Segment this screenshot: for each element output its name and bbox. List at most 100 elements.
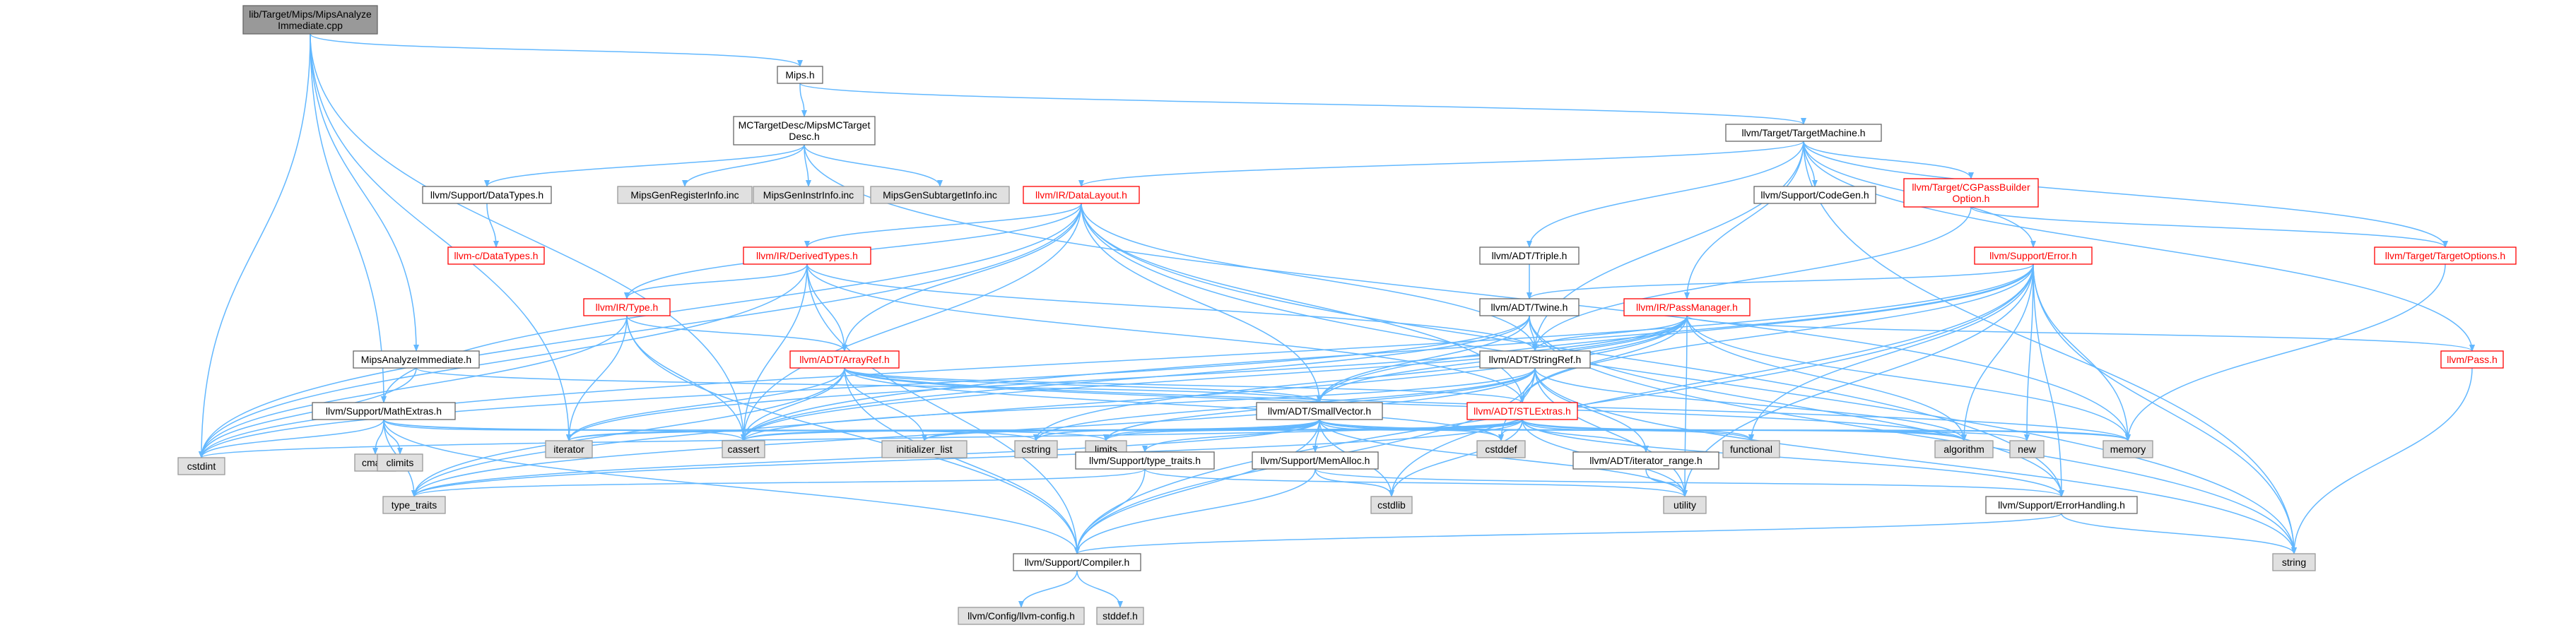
node-utility-box bbox=[1663, 496, 1707, 514]
edge-arrayref-to-initlist bbox=[844, 367, 927, 441]
edge-twine-to-cstdint bbox=[199, 315, 1530, 458]
node-utility-label-0: utility bbox=[1674, 499, 1696, 511]
node-derivedtypes-box bbox=[743, 246, 871, 265]
node-cstring-box bbox=[1014, 440, 1058, 458]
node-datatypes-box bbox=[422, 186, 552, 204]
edge-targetmachine-to-datalayout bbox=[1078, 141, 1804, 187]
edge-passmanager-to-type_traits bbox=[411, 315, 1688, 497]
node-twine[interactable]: llvm/ADT/Twine.h bbox=[1479, 298, 1580, 316]
edge-derivedtypes-to-cassert bbox=[741, 263, 808, 441]
node-root[interactable]: lib/Target/Mips/MipsAnalyzeImmediate.cpp bbox=[242, 5, 378, 35]
node-regsinfo: MipsGenRegisterInfo.inc bbox=[617, 186, 753, 204]
node-instrinfo-label-0: MipsGenInstrInfo.inc bbox=[763, 189, 854, 201]
edge-stlextras-to-type_traits bbox=[411, 419, 1523, 497]
edge-cgpass-to-targetoptions bbox=[1970, 206, 2448, 248]
node-mipsanalyze[interactable]: MipsAnalyzeImmediate.h bbox=[353, 350, 480, 369]
edge-targetmachine-to-pass bbox=[1803, 141, 2475, 352]
edge-errorhandling-to-compiler bbox=[1074, 513, 2062, 554]
node-twine-box bbox=[1479, 298, 1580, 316]
edge-datalayout-to-cstdint bbox=[199, 203, 1082, 458]
edge-stlextras-to-limits bbox=[1103, 419, 1523, 441]
node-cstddef: cstddef bbox=[1476, 440, 1526, 458]
edges-layer bbox=[199, 33, 2475, 608]
node-stringref[interactable]: llvm/ADT/StringRef.h bbox=[1479, 350, 1591, 369]
edge-passmanager-to-stringref bbox=[1532, 315, 1688, 352]
node-stlextras[interactable]: llvm/ADT/STLExtras.h bbox=[1466, 402, 1578, 420]
edge-mipsmctarget-to-datatypes bbox=[484, 144, 805, 187]
edge-datalayout-to-arrayref bbox=[842, 203, 1082, 352]
node-memalloc-label-0: llvm/Support/MemAlloc.h bbox=[1261, 455, 1370, 466]
node-mathextras[interactable]: llvm/Support/MathExtras.h bbox=[312, 402, 456, 420]
node-triple[interactable]: llvm/ADT/Triple.h bbox=[1479, 246, 1580, 265]
edge-targetmachine-to-targetoptions bbox=[1803, 141, 2448, 248]
node-datatypes[interactable]: llvm/Support/DataTypes.h bbox=[422, 186, 552, 204]
node-algorithm-label-0: algorithm bbox=[1943, 444, 1984, 455]
edge-stlextras-to-iterator bbox=[566, 419, 1523, 441]
edge-mipsmctarget-to-regsinfo bbox=[682, 144, 805, 187]
node-iterrange[interactable]: llvm/ADT/iterator_range.h bbox=[1572, 451, 1719, 470]
node-memalloc[interactable]: llvm/Support/MemAlloc.h bbox=[1252, 451, 1379, 470]
node-stlextras-label-0: llvm/ADT/STLExtras.h bbox=[1474, 405, 1571, 417]
node-compiler-label-0: llvm/Support/Compiler.h bbox=[1025, 557, 1130, 568]
node-root-box bbox=[242, 5, 378, 35]
edge-arrayref-to-algorithm bbox=[844, 367, 1967, 441]
node-cstddef_h-box bbox=[1096, 607, 1144, 625]
node-smallvector[interactable]: llvm/ADT/SmallVector.h bbox=[1256, 402, 1383, 420]
node-iterator: iterator bbox=[545, 440, 593, 458]
edge-arrayref-to-compiler bbox=[844, 367, 1080, 554]
node-errorhandling-label-0: llvm/Support/ErrorHandling.h bbox=[1998, 499, 2125, 511]
edge-arrayref-to-smallvector bbox=[844, 367, 1322, 403]
edge-smallvector-to-memalloc bbox=[1312, 419, 1320, 453]
node-cdatatypes[interactable]: llvm-c/DataTypes.h bbox=[447, 246, 545, 265]
node-pass[interactable]: llvm/Pass.h bbox=[2440, 350, 2504, 369]
node-compiler[interactable]: llvm/Support/Compiler.h bbox=[1013, 553, 1141, 571]
edge-pass-to-string bbox=[2291, 367, 2473, 554]
node-type[interactable]: llvm/IR/Type.h bbox=[583, 298, 671, 316]
node-functional: functional bbox=[1722, 440, 1780, 458]
node-mipsanalyze-box bbox=[353, 350, 480, 369]
node-cstdlib-label-0: cstdlib bbox=[1377, 499, 1406, 511]
node-initlist-label-0: initializer_list bbox=[896, 444, 952, 455]
node-cdatatypes-label-0: llvm-c/DataTypes.h bbox=[454, 250, 538, 261]
edge-memalloc-to-errorhandling bbox=[1315, 468, 2064, 497]
edge-derivedtypes-to-cstdint bbox=[199, 263, 808, 458]
node-targetoptions[interactable]: llvm/Target/TargetOptions.h bbox=[2374, 246, 2517, 265]
edge-datalayout-to-mathextras bbox=[381, 203, 1082, 403]
node-iterator-label-0: iterator bbox=[553, 444, 584, 455]
node-cassert: cassert bbox=[722, 440, 765, 458]
edge-mips_h-to-mipsmctarget bbox=[799, 83, 807, 117]
node-datalayout-box bbox=[1023, 186, 1140, 204]
edge-type-to-cstdint bbox=[199, 315, 628, 458]
node-errorhandling[interactable]: llvm/Support/ErrorHandling.h bbox=[1985, 496, 2138, 514]
node-typetraits_h[interactable]: llvm/Support/type_traits.h bbox=[1075, 451, 1215, 470]
node-arrayref[interactable]: llvm/ADT/ArrayRef.h bbox=[789, 350, 900, 369]
edge-memalloc-to-compiler bbox=[1074, 468, 1316, 554]
node-derivedtypes[interactable]: llvm/IR/DerivedTypes.h bbox=[743, 246, 871, 265]
node-pass-label-0: llvm/Pass.h bbox=[2447, 354, 2498, 365]
node-datalayout[interactable]: llvm/IR/DataLayout.h bbox=[1023, 186, 1140, 204]
edge-derivedtypes-to-type bbox=[624, 263, 808, 299]
edge-error-to-cstdlib bbox=[1389, 263, 2034, 497]
node-stringref-label-0: llvm/ADT/StringRef.h bbox=[1489, 354, 1582, 365]
node-mips_h[interactable]: Mips.h bbox=[777, 66, 823, 84]
node-codegen-label-0: llvm/Support/CodeGen.h bbox=[1760, 189, 1869, 201]
node-passmanager[interactable]: llvm/IR/PassManager.h bbox=[1623, 298, 1751, 316]
edge-passmanager-to-algorithm bbox=[1686, 315, 1967, 441]
edge-stlextras-to-functional bbox=[1522, 419, 1754, 441]
node-cstddef-box bbox=[1476, 440, 1526, 458]
node-datatypes-label-0: llvm/Support/DataTypes.h bbox=[430, 189, 543, 201]
node-errorhandling-box bbox=[1985, 496, 2138, 514]
node-new-label-0: new bbox=[2018, 444, 2037, 455]
nodes-layer: lib/Target/Mips/MipsAnalyzeImmediate.cpp… bbox=[177, 5, 2517, 625]
edge-targetoptions-to-memory bbox=[2125, 263, 2446, 441]
node-regsinfo-label-0: MipsGenRegisterInfo.inc bbox=[630, 189, 739, 201]
node-error[interactable]: llvm/Support/Error.h bbox=[1974, 246, 2093, 265]
edge-compiler-to-llvmconfig bbox=[1018, 570, 1078, 608]
edge-datalayout-to-derivedtypes bbox=[804, 203, 1082, 248]
node-smallvector-box bbox=[1256, 402, 1383, 420]
edge-error-to-errorhandling bbox=[2033, 263, 2064, 497]
node-targetmachine[interactable]: llvm/Target/TargetMachine.h bbox=[1725, 124, 1882, 142]
node-codegen[interactable]: llvm/Support/CodeGen.h bbox=[1753, 186, 1876, 204]
